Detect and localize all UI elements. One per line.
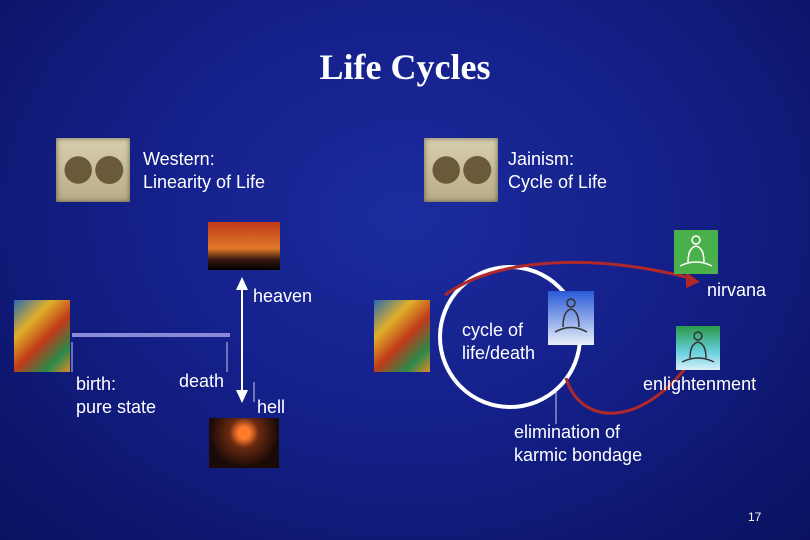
enlightenment-label: enlightenment xyxy=(643,374,757,394)
death-label: death xyxy=(179,371,225,391)
jainism-heading-line1: Jainism: xyxy=(508,149,575,169)
enlightenment-curve xyxy=(564,361,692,415)
cycle-label-line2: life/death xyxy=(462,343,536,363)
birth-label-line1: birth: xyxy=(76,374,117,394)
hell-image xyxy=(209,418,279,468)
jainism-heading-line2: Cycle of Life xyxy=(508,172,608,192)
painting-image-western xyxy=(14,300,70,372)
heaven-image xyxy=(208,222,280,270)
meditation-icon xyxy=(681,331,715,363)
slide-title: Life Cycles xyxy=(319,47,491,87)
world-map-image-jainism xyxy=(424,138,498,202)
elimination-label-line1: elimination of xyxy=(514,422,621,442)
nirvana-curve xyxy=(444,260,691,297)
heaven-label: heaven xyxy=(253,286,313,306)
western-heading-line1: Western: xyxy=(143,149,215,169)
meditation-icon xyxy=(554,298,588,333)
nirvana-label: nirvana xyxy=(707,280,767,300)
meditating-figure-cycle xyxy=(548,291,594,345)
cycle-label-line1: cycle of xyxy=(462,320,524,340)
heaven-arrowhead xyxy=(236,277,248,290)
painting-image-jainism xyxy=(374,300,430,372)
page-number: 17 xyxy=(748,510,762,524)
hell-arrowhead xyxy=(236,390,248,403)
birth-label-line2: pure state xyxy=(76,397,157,417)
world-map-image-western xyxy=(56,138,130,202)
western-heading-line2: Linearity of Life xyxy=(143,172,266,192)
nirvana-arrowhead xyxy=(686,272,700,288)
meditating-figure-nirvana xyxy=(674,230,718,274)
meditating-figure-enlightenment xyxy=(676,326,720,370)
hell-label: hell xyxy=(257,397,286,417)
elimination-label-line2: karmic bondage xyxy=(514,445,643,465)
meditation-icon xyxy=(679,235,713,267)
